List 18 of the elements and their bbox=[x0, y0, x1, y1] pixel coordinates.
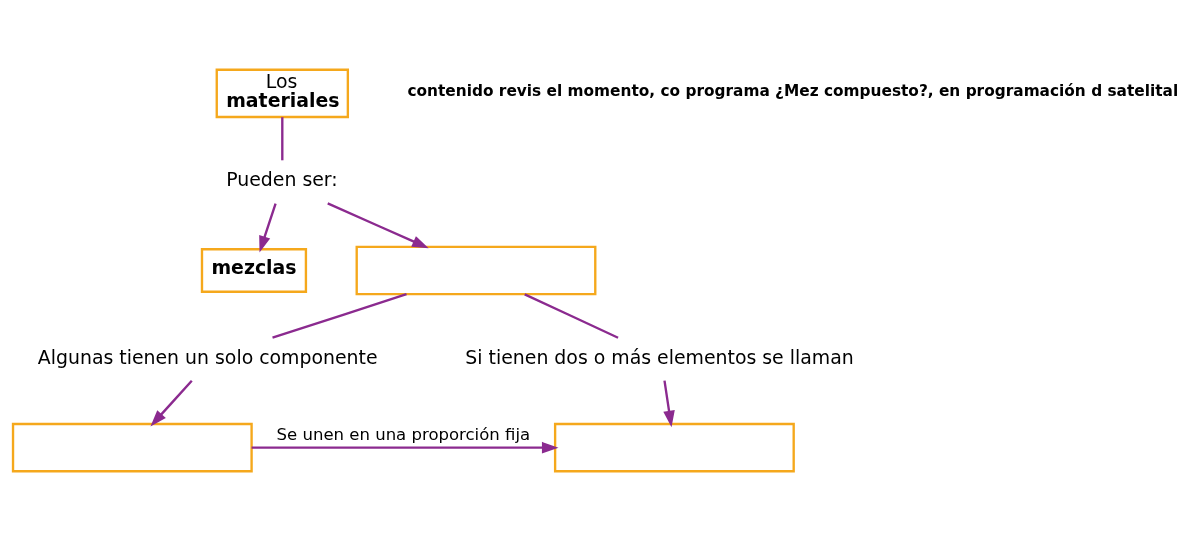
node-text: Pueden ser: bbox=[226, 167, 338, 190]
node-box bbox=[11, 422, 253, 472]
connector bbox=[272, 292, 407, 339]
arrow bbox=[259, 202, 277, 252]
node-text: Si tienen dos o más elementos se llaman bbox=[465, 345, 854, 368]
label: contenido revis el momento, co programa ¿Mez compuesto?, en programación d satelital bbox=[407, 81, 1179, 100]
arrow bbox=[663, 380, 675, 427]
node-box: Los materiales bbox=[215, 68, 350, 118]
connector bbox=[524, 292, 619, 339]
edge-label: Se unen en una proporción fija bbox=[276, 424, 531, 444]
node-box: mezclas bbox=[200, 247, 308, 293]
node-box bbox=[355, 245, 597, 295]
node-text: Algunas tienen un solo componente bbox=[37, 345, 378, 368]
connector bbox=[281, 116, 284, 160]
node-box bbox=[553, 422, 795, 472]
arrow bbox=[327, 201, 429, 248]
arrow bbox=[150, 379, 193, 426]
arrow bbox=[251, 441, 559, 453]
